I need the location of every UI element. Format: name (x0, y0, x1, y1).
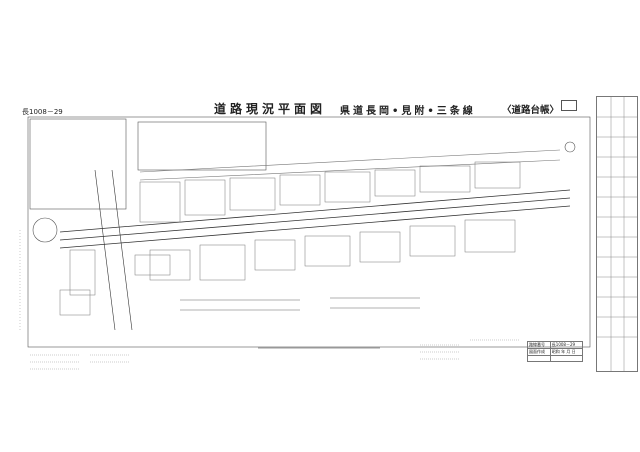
main-road (59, 189, 571, 249)
ledger-label: 〈道路台帳〉 (502, 105, 560, 116)
north-arrow-circle (32, 217, 58, 243)
info-label (527, 355, 551, 362)
cross-section-box (137, 121, 267, 171)
drawing-frame (27, 116, 591, 348)
page-title: 道路現況平面図 (214, 102, 327, 116)
revision-table (596, 96, 638, 372)
sheet-stamp (561, 100, 577, 111)
info-label: 図面作成 (527, 348, 551, 356)
info-value: 長1008－29 (549, 341, 584, 349)
info-value: 昭和 年 月 日 (549, 348, 584, 356)
info-table: 路線番号長1008－29 図面作成昭和 年 月 日 (527, 341, 584, 362)
sheet-number: 長1008－29 (22, 108, 63, 116)
route-name: 県道長岡•見附•三条線 (340, 106, 476, 117)
info-value (549, 355, 584, 362)
buildings (59, 161, 521, 316)
side-road (94, 169, 133, 331)
info-label: 路線番号 (527, 341, 551, 349)
compass-mark (564, 141, 576, 153)
legend-box (29, 118, 127, 210)
